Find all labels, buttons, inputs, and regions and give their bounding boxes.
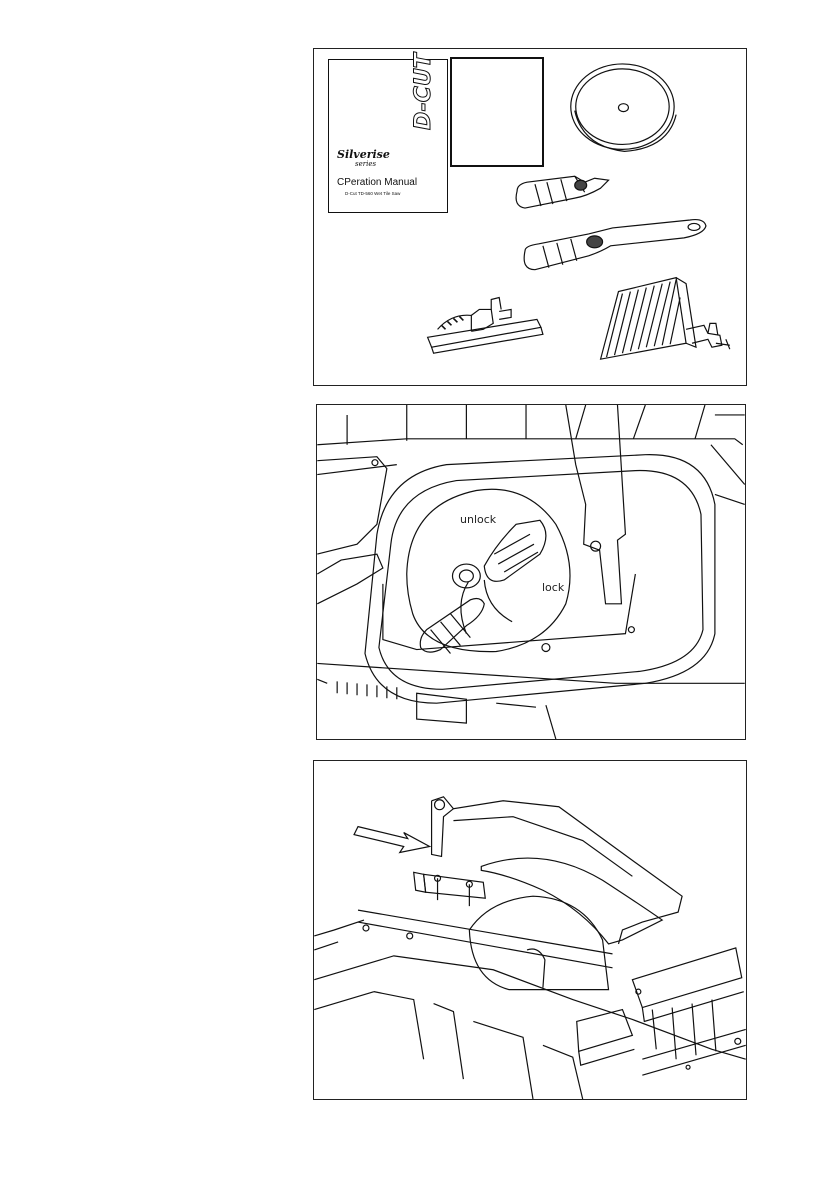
saw-blade-drawing [571,64,674,149]
contents-panel: D-CUT Silverise series CPeration Manual … [313,48,747,386]
blade-lock-panel: unlock lock [316,404,746,740]
blade-guard-illustration [314,761,746,1099]
operation-manual-booklet: D-CUT Silverise series CPeration Manual … [328,59,448,213]
unlock-label: unlock [459,513,497,526]
spanner-with-handle-drawing [524,220,706,270]
lock-label: lock [541,581,565,594]
blade-guard-panel [313,760,747,1100]
spanner-drawing [516,176,608,208]
warranty-card [450,57,544,167]
rubber-pad-drawing [601,278,730,360]
blade-lock-illustration [317,405,745,739]
manual-series-sub: series [355,160,376,168]
arrow-pointer-icon [354,827,430,853]
manual-title: CPeration Manual [337,177,417,188]
angle-guide-drawing [428,298,543,354]
blade-drawing [469,896,608,989]
upper-spanner-drawing [484,520,546,621]
lower-spanner-drawing [420,582,484,654]
manual-brand: D-CUT [411,53,436,130]
manual-subtitle: D-Cut TD-560 Wet Tile Saw [345,191,400,196]
